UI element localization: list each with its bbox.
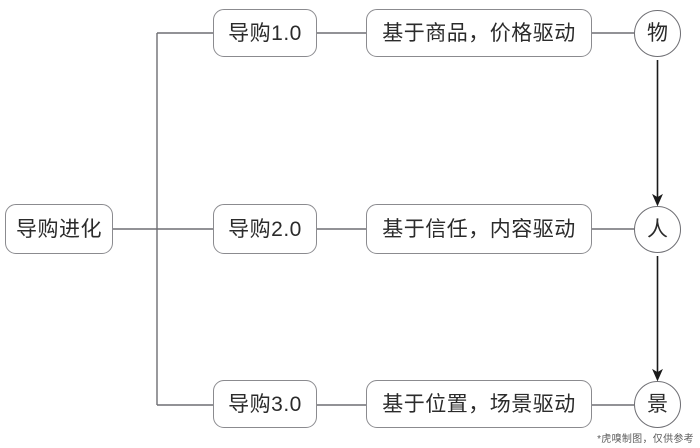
node-outcome-2-label: 人 (647, 218, 668, 241)
node-description-3[interactable]: 基于位置，场景驱动 (366, 380, 592, 428)
node-outcome-1[interactable]: 物 (634, 10, 681, 57)
node-description-1-label: 基于商品，价格驱动 (382, 21, 576, 45)
node-outcome-2[interactable]: 人 (634, 206, 681, 253)
node-description-2-label: 基于信任，内容驱动 (382, 217, 576, 241)
footnote-watermark: *虎嗅制图，仅供参考 (597, 434, 694, 445)
node-stage-3-label: 导购3.0 (228, 392, 302, 416)
node-root-label: 导购进化 (16, 217, 102, 241)
node-stage-2-label: 导购2.0 (228, 217, 302, 241)
node-root[interactable]: 导购进化 (5, 204, 113, 254)
node-stage-1-label: 导购1.0 (228, 21, 302, 45)
node-stage-2[interactable]: 导购2.0 (213, 204, 317, 254)
node-outcome-1-label: 物 (647, 22, 668, 45)
node-stage-3[interactable]: 导购3.0 (213, 380, 317, 428)
node-description-1[interactable]: 基于商品，价格驱动 (366, 9, 592, 57)
node-description-2[interactable]: 基于信任，内容驱动 (366, 204, 592, 254)
node-description-3-label: 基于位置，场景驱动 (382, 392, 576, 416)
node-outcome-3[interactable]: 景 (634, 381, 681, 428)
node-outcome-3-label: 景 (647, 393, 668, 416)
node-stage-1[interactable]: 导购1.0 (213, 9, 317, 57)
